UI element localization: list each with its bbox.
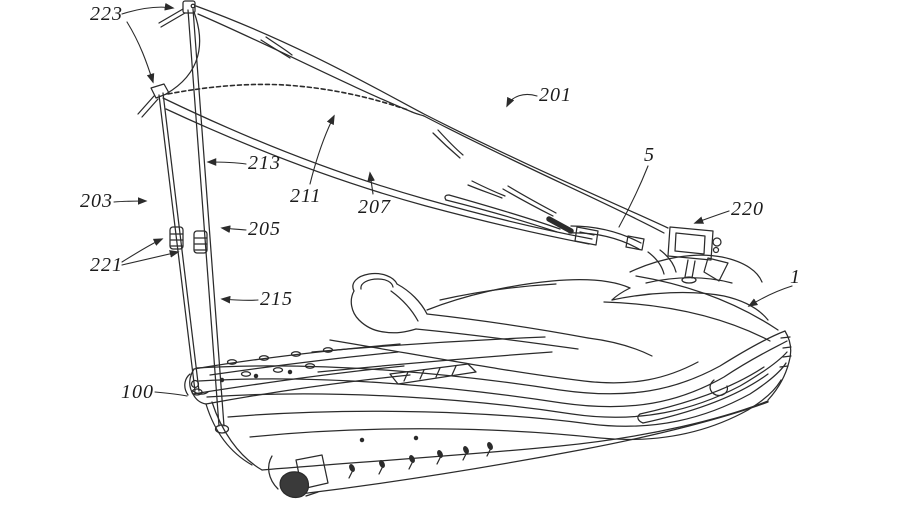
- leader-1: [747, 285, 793, 307]
- ref-label-220: 220: [731, 198, 764, 220]
- ref-label-203: 203: [80, 190, 113, 212]
- jet-pump: [268, 454, 329, 499]
- pole-clamp-front: [169, 226, 184, 250]
- canopy-assembly: [137, 0, 669, 434]
- ref-label-223: 223: [90, 3, 123, 25]
- pole-top-fitting: [158, 0, 196, 28]
- leader-223-mid: [126, 21, 155, 84]
- canopy-bracket: [667, 226, 722, 284]
- ref-label-5: 5: [644, 144, 655, 166]
- ref-label-211: 211: [290, 185, 322, 207]
- leader-207: [367, 171, 375, 195]
- hull-rivets: [349, 442, 493, 472]
- leader-lines: [113, 2, 793, 397]
- leader-220: [693, 210, 730, 224]
- ref-label-100: 100: [121, 381, 154, 403]
- leader-5: [618, 165, 649, 228]
- stern-platform: [184, 343, 411, 405]
- pole-clamp-rear: [193, 230, 208, 254]
- ref-label-1: 1: [790, 266, 801, 288]
- leader-215: [220, 295, 259, 304]
- watercraft: [184, 216, 792, 499]
- handlebar-console: [546, 216, 779, 342]
- leader-203: [113, 197, 148, 205]
- canopy-sail: [162, 5, 669, 245]
- hull: [195, 330, 792, 499]
- ref-label-207: 207: [358, 196, 391, 218]
- ref-label-221: 221: [90, 254, 123, 276]
- leader-205: [220, 225, 247, 233]
- ref-label-213: 213: [248, 152, 281, 174]
- leader-201: [506, 93, 538, 108]
- leader-100: [154, 391, 188, 397]
- ref-label-215: 215: [260, 288, 293, 310]
- ref-label-201: 201: [539, 84, 572, 106]
- leader-221-b: [121, 250, 180, 266]
- ref-label-205: 205: [248, 218, 281, 240]
- leader-221-a: [121, 238, 164, 263]
- leader-213: [206, 158, 247, 166]
- leader-223-top: [121, 2, 175, 15]
- seat: [350, 272, 653, 357]
- canopy-pole-rear: [187, 8, 230, 434]
- leader-211: [309, 114, 335, 185]
